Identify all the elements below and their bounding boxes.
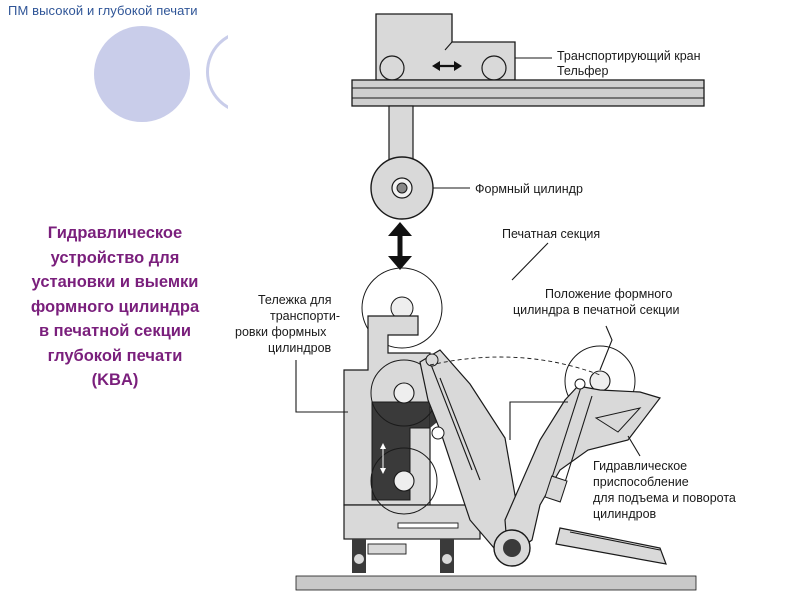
slide-caption: Гидравлическое устройство для установки …	[4, 221, 226, 393]
header-title: ПМ высокой и глубокой печати	[8, 3, 198, 18]
label-print-section: Печатная секция	[502, 227, 600, 241]
crane-rail	[351, 79, 705, 107]
caption-line: глубокой печати	[47, 346, 183, 365]
caption-line: формного цилиндра	[30, 297, 200, 316]
label-trolley-3: ровки формных	[235, 325, 327, 339]
decor-circle-outline-clip	[200, 26, 228, 122]
caption-line: Гидравлическое	[47, 224, 183, 242]
crane-move-arrow-icon	[432, 61, 462, 71]
main-pivot	[493, 529, 531, 567]
label-trolley-4: цилиндров	[268, 341, 332, 355]
lift-arm-left	[419, 349, 523, 556]
caption-line: (KBA)	[91, 371, 139, 389]
caption-line: установки и выемки	[31, 273, 199, 291]
trolley-wheels	[352, 539, 454, 573]
cylinder-ghost-upper	[361, 267, 443, 349]
label-crane-1: Транспортирующий кран	[557, 49, 701, 63]
label-hydraulic-2: приспособление	[593, 475, 689, 489]
label-hydraulic-3: для подъема и поворота	[593, 491, 736, 505]
label-hydraulic-4: цилиндров	[593, 507, 657, 521]
label-hydraulic-1: Гидравлическое	[593, 459, 687, 473]
transport-crane	[375, 13, 516, 81]
floor	[295, 575, 697, 591]
label-trolley-2: транспорти-	[270, 309, 340, 323]
caption-line: устройство для	[50, 248, 180, 267]
lift-direction-arrow-icon	[388, 222, 412, 270]
label-form-cylinder: Формный цилиндр	[475, 182, 583, 196]
hydraulic-cylinder-bottom	[555, 527, 667, 565]
caption-line: в печатной секции	[38, 322, 192, 340]
decor-circle-filled	[94, 26, 190, 122]
label-trolley-1: Тележка для	[258, 293, 331, 307]
label-crane-2: Тельфер	[557, 64, 609, 78]
label-position-1: Положение формного	[545, 287, 672, 301]
transport-trolley	[343, 315, 481, 540]
label-position-2: цилиндра в печатной секции	[513, 303, 679, 317]
lift-arm-right	[504, 378, 662, 560]
form-cylinder-on-crane	[370, 156, 434, 220]
